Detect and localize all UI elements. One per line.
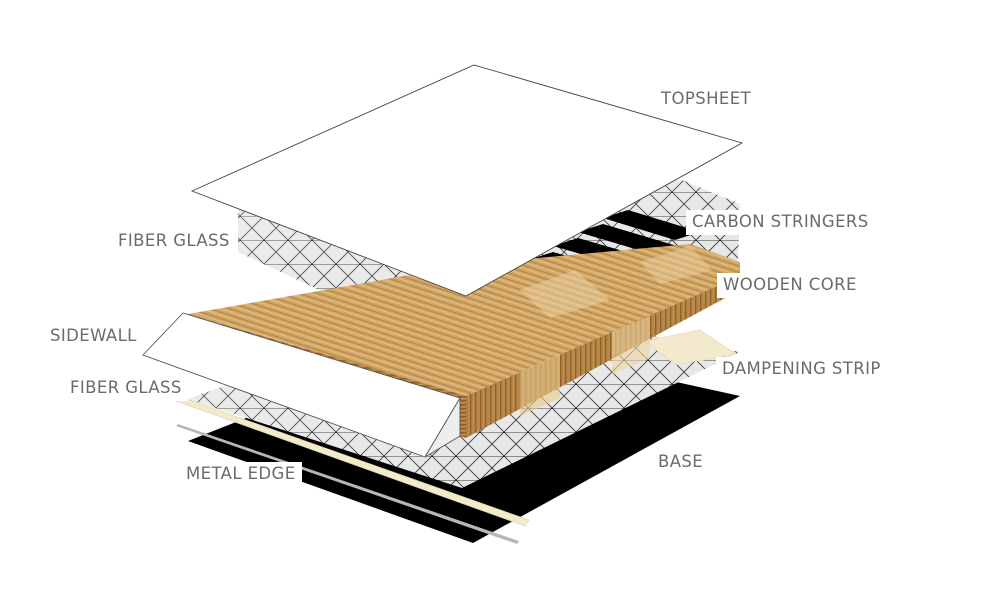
label-fiber-glass-bottom: FIBER GLASS xyxy=(64,376,188,401)
label-dampening-strip: DAMPENING STRIP xyxy=(716,357,887,382)
topsheet-layer xyxy=(190,64,744,297)
label-fiber-glass-top: FIBER GLASS xyxy=(112,229,236,254)
label-sidewall: SIDEWALL xyxy=(50,326,137,345)
sidewall-layer xyxy=(142,312,461,458)
label-topsheet: TOPSHEET xyxy=(661,89,752,108)
label-base: BASE xyxy=(658,452,704,471)
dampening-strip-layer xyxy=(644,329,737,366)
label-metal-edge: METAL EDGE xyxy=(180,462,302,487)
label-wooden-core: WOODEN CORE xyxy=(717,273,863,298)
label-carbon-stringers: CARBON STRINGERS xyxy=(686,210,875,235)
